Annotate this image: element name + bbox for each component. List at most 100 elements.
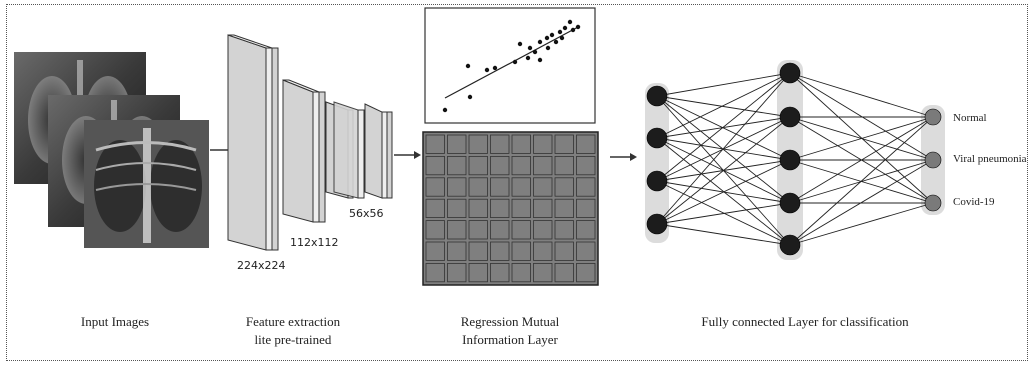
grid-cell xyxy=(425,134,445,154)
grid-cell xyxy=(468,198,488,218)
scatter-point xyxy=(527,45,533,51)
grid-cell xyxy=(447,220,467,240)
grid-cell xyxy=(447,241,467,261)
class-label-viral-pneumonia: Viral pneumonia xyxy=(953,153,1027,165)
nn-edge xyxy=(656,95,791,118)
grid-cell xyxy=(576,198,596,218)
grid-cell xyxy=(554,241,574,261)
scatter-point xyxy=(557,29,563,35)
grid-cell xyxy=(490,198,510,218)
nn-edge xyxy=(656,72,791,97)
caption-fully-connected: Fully connected Layer for classification xyxy=(701,314,909,329)
cnn-block-56 xyxy=(325,101,365,199)
class-label-covid-19: Covid-19 xyxy=(953,196,995,208)
grid-cell xyxy=(447,134,467,154)
grid-cell xyxy=(468,220,488,240)
caption-input-images: Input Images xyxy=(80,314,150,329)
nn-edge xyxy=(789,202,934,246)
grid-cell xyxy=(511,134,531,154)
input-node xyxy=(646,85,668,107)
grid-cell xyxy=(511,241,531,261)
grid-cell xyxy=(490,220,510,240)
dim-label-56: 56x56 xyxy=(349,207,384,220)
grid-cell xyxy=(447,262,467,283)
grid-cell xyxy=(425,155,445,176)
grid-cell xyxy=(490,262,510,283)
nn-edge xyxy=(656,159,791,225)
grid-cell xyxy=(490,134,510,154)
caption-feature-extraction: Feature extraction lite pre-trained xyxy=(245,314,341,347)
arrow-3 xyxy=(610,153,637,161)
nn-edge xyxy=(656,95,791,204)
grid-cell xyxy=(554,220,574,240)
scatter-point xyxy=(537,39,543,45)
output-node xyxy=(924,151,942,169)
scatter-point xyxy=(532,49,538,55)
nn-edge xyxy=(656,116,791,225)
hidden-node xyxy=(779,192,801,214)
scatter-point xyxy=(465,63,471,69)
grid-cell xyxy=(554,177,574,197)
grid-cell xyxy=(490,155,510,176)
nn-edge xyxy=(789,116,934,161)
grid-cell xyxy=(576,177,596,197)
scatter-point xyxy=(537,57,543,63)
scatter-point xyxy=(575,24,581,30)
grid-cell xyxy=(425,220,445,240)
scatter-point xyxy=(544,35,550,41)
input-node xyxy=(646,127,668,149)
scatter-point xyxy=(492,65,498,71)
nn-edge xyxy=(656,72,791,182)
cnn-blocks xyxy=(227,34,393,251)
scatter-point xyxy=(512,59,518,65)
grid-cell xyxy=(511,155,531,176)
scatter-point xyxy=(559,35,565,41)
cnn-block-small xyxy=(364,103,393,199)
grid-cell xyxy=(447,177,467,197)
scatter-point xyxy=(517,41,523,47)
nn-edge xyxy=(656,223,791,246)
scatter-point xyxy=(545,45,551,51)
nn-edge xyxy=(789,116,934,204)
scatter-point xyxy=(467,94,473,100)
grid-cell xyxy=(576,134,596,154)
grid-cell xyxy=(533,177,553,197)
grid-cell xyxy=(533,198,553,218)
grid-cell xyxy=(511,177,531,197)
scatter-point xyxy=(484,67,490,73)
xray-image-front xyxy=(84,120,209,248)
grid-cell xyxy=(576,241,596,261)
hidden-node xyxy=(779,106,801,128)
grid-cell xyxy=(425,177,445,197)
nn-edge xyxy=(656,180,791,246)
grid-cell xyxy=(576,220,596,240)
grid-cell xyxy=(468,177,488,197)
grid-cell xyxy=(447,198,467,218)
nn-edge xyxy=(789,159,934,246)
scatter-point xyxy=(567,19,573,25)
grid-cell xyxy=(554,262,574,283)
input-layer-band xyxy=(645,83,669,243)
dim-label-112: 112x112 xyxy=(290,236,339,249)
mutual-information-grid xyxy=(422,131,599,286)
grid-cell xyxy=(533,262,553,283)
grid-cell xyxy=(447,155,467,176)
hidden-node xyxy=(779,149,801,171)
grid-cell xyxy=(468,134,488,154)
nn-edge xyxy=(789,72,934,118)
scatter-point xyxy=(570,27,576,33)
grid-cell xyxy=(576,262,596,283)
output-node xyxy=(924,108,942,126)
regression-scatter xyxy=(424,7,596,124)
input-node xyxy=(646,170,668,192)
grid-cell xyxy=(533,134,553,154)
scatter-point xyxy=(442,107,448,113)
hidden-node xyxy=(779,234,801,256)
grid-cell xyxy=(425,198,445,218)
grid-cell xyxy=(576,155,596,176)
scatter-point xyxy=(562,25,568,31)
scatter-point xyxy=(525,55,531,61)
fully-connected-network xyxy=(645,60,945,260)
